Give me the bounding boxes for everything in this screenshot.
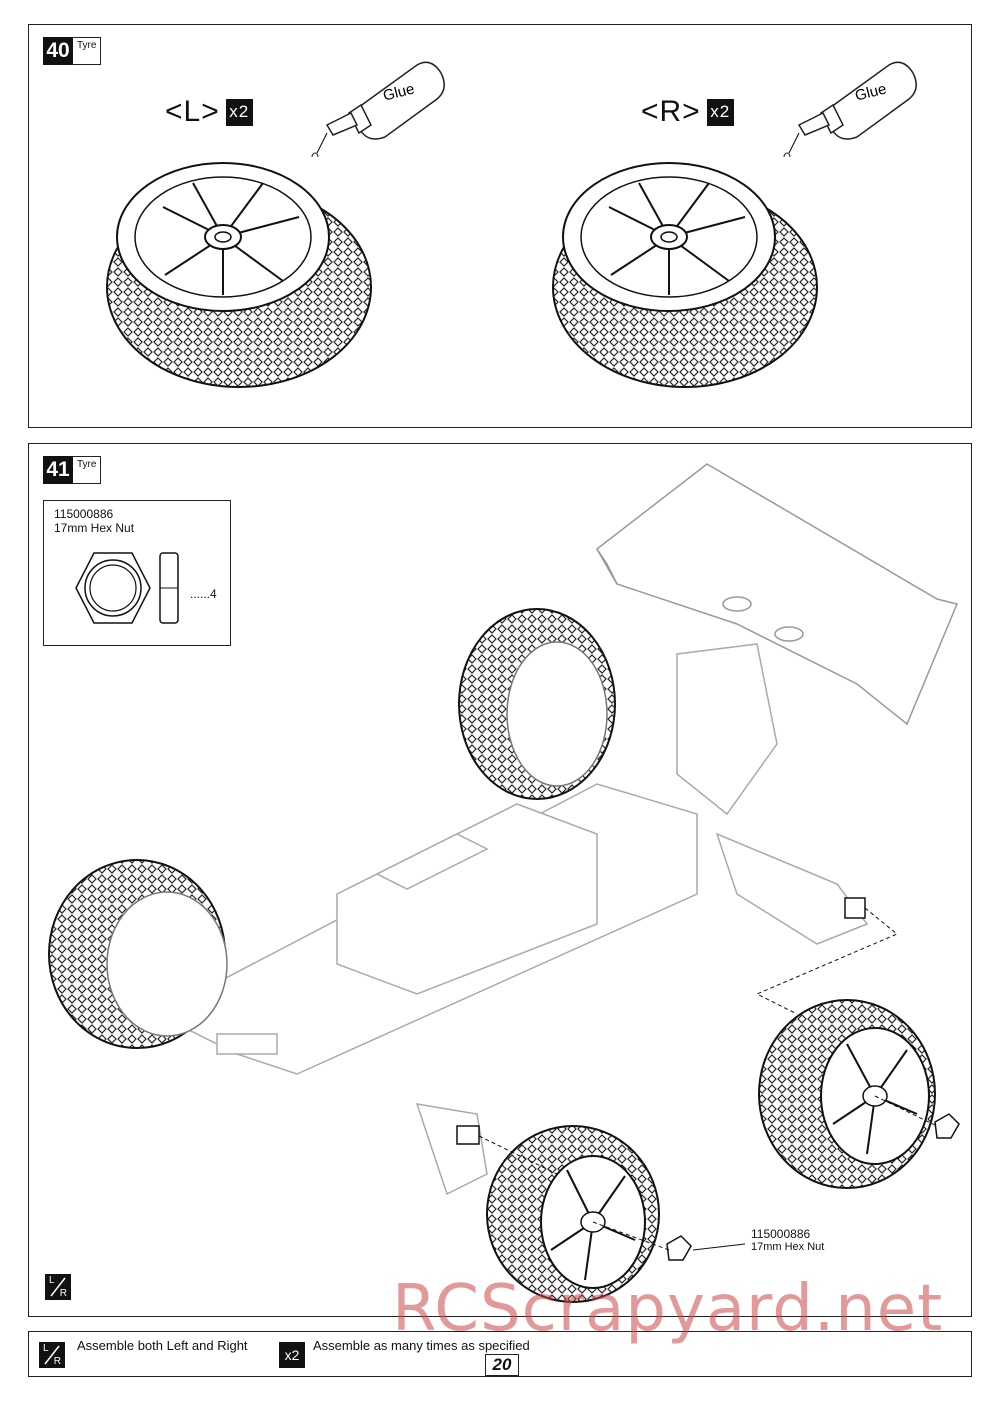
glue-bottle-icon: Glue bbox=[783, 61, 917, 157]
tyre-right-illustration bbox=[552, 162, 818, 388]
x2-badge: x2 bbox=[706, 98, 734, 126]
left-side-label: <L> x2 bbox=[165, 95, 253, 129]
page-number: 20 bbox=[485, 1354, 519, 1376]
left-right-icon: L R bbox=[45, 1274, 71, 1300]
callout-part-number: 115000886 bbox=[751, 1227, 811, 1241]
step-40-panel: 40 Tyre <L> x2 <R> x2 Glue Glue bbox=[28, 24, 972, 428]
lr-top: L bbox=[49, 1275, 55, 1286]
side-text: <L> bbox=[165, 95, 220, 128]
lr-bottom: R bbox=[59, 1288, 67, 1299]
step-number: 41 bbox=[43, 456, 73, 484]
footer-legend: L R Assemble both Left and Right x2 Asse… bbox=[28, 1331, 972, 1377]
lr-bottom: R bbox=[53, 1356, 61, 1367]
slash-icon bbox=[44, 1345, 60, 1365]
slash-icon bbox=[50, 1277, 66, 1297]
part-info: 115000886 17mm Hex Nut bbox=[54, 507, 134, 535]
tyre-left-illustration bbox=[106, 162, 372, 388]
right-side-label: <R> x2 bbox=[641, 95, 734, 129]
callout-part-name: 17mm Hex Nut bbox=[751, 1241, 825, 1253]
lr-legend-text: Assemble both Left and Right bbox=[77, 1338, 248, 1353]
part-quantity: ......4 bbox=[190, 587, 217, 601]
x2-badge: x2 bbox=[225, 98, 253, 126]
lr-top: L bbox=[43, 1343, 49, 1354]
part-number: 115000886 bbox=[54, 507, 114, 521]
step-label: Tyre bbox=[73, 456, 101, 484]
glue-bottle-icon: Glue bbox=[311, 61, 445, 157]
step-41-header: 41 Tyre bbox=[43, 456, 101, 484]
step-40-header: 40 Tyre bbox=[43, 37, 101, 65]
left-right-icon: L R bbox=[39, 1342, 65, 1368]
part-name: 17mm Hex Nut bbox=[54, 521, 135, 535]
x2-legend-text: Assemble as many times as specified bbox=[313, 1338, 530, 1353]
watermark: RCScrapyard.net bbox=[392, 1272, 944, 1346]
hex-nut-icon bbox=[75, 552, 179, 624]
hex-nut-callout: 115000886 17mm Hex Nut bbox=[751, 1228, 824, 1254]
x2-badge: x2 bbox=[279, 1342, 305, 1368]
parts-box: 115000886 17mm Hex Nut ......4 bbox=[43, 500, 231, 646]
step-label: Tyre bbox=[73, 37, 101, 65]
side-text: <R> bbox=[641, 95, 701, 128]
step-41-panel: 41 Tyre 115000886 17mm Hex Nut ......4 bbox=[28, 443, 972, 1317]
step-number: 40 bbox=[43, 37, 73, 65]
buggy-assembly-illustration bbox=[48, 463, 960, 1303]
